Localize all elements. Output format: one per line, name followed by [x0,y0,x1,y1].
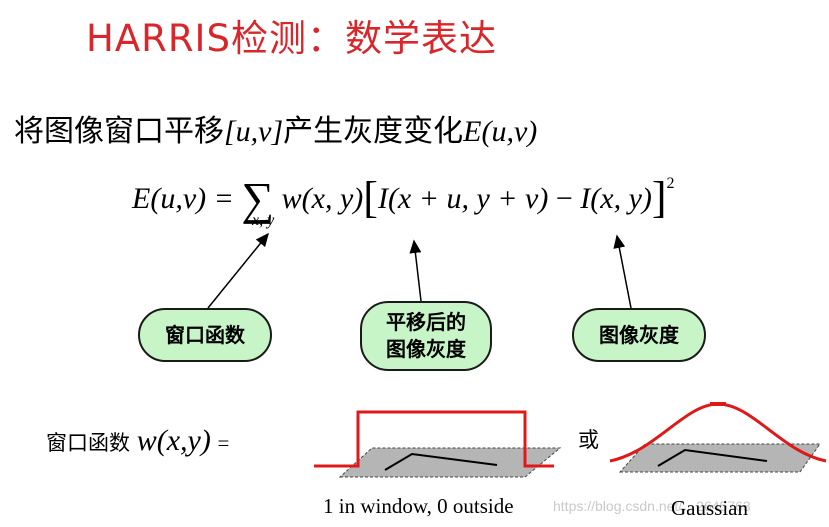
subtitle-shift: [u,v] [224,115,284,148]
watermark: https://blog.csdn.net/…2645763 [553,498,751,514]
page-title: HARRIS检测：数学表达 [86,17,497,60]
subtitle-text2: 产生灰度变化 [283,114,464,149]
callout-shifted-line2: 图像灰度 [386,337,466,361]
window-function-label: 窗口函数 w(x,y) = [46,424,229,458]
subtitle-energy: E(u,v) [463,115,538,148]
box-window-plot [314,410,562,478]
callout-window-label: 窗口函数 [165,322,245,347]
or-label: 或 [578,428,599,452]
right-bracket: ] [651,173,667,222]
subtitle: 将图像窗口平移[u,v]产生灰度变化E(u,v) [14,106,537,150]
callout-window-function: 窗口函数 [138,308,272,362]
callout-intensity-label: 图像灰度 [599,322,679,347]
window-label-text: 窗口函数 [46,431,130,455]
window-math: w(x,y) [136,424,211,457]
gaussian-caption: Gaussian [671,496,748,520]
box-plane [338,447,562,478]
sum-symbol: ∑ [241,173,275,224]
gaussian-window-plot [609,402,827,473]
box-profile-line [384,452,498,471]
gauss-profile-line [657,448,768,467]
arrow-window [207,232,269,309]
formula-power: 2 [666,175,675,192]
arrow-intensity [613,234,632,309]
box-caption: 1 in window, 0 outside [323,494,514,518]
box-window-curve [314,410,554,468]
window-eq: = [217,431,230,455]
gauss-plane [618,443,821,473]
callout-image-intensity: 图像灰度 [572,308,706,362]
formula-minus: − [548,182,581,215]
formula-original: I(x, y) [580,182,652,215]
arrow-shifted [409,239,422,302]
harris-formula: E(u,v) = ∑ w(x, y)[I(x + u, y + v) − I(x… [132,166,675,224]
formula-weight: w(x, y) [281,182,364,215]
sum-index: x, y [252,212,275,229]
callout-shifted-intensity: 平移后的图像灰度 [360,301,492,371]
subtitle-text: 将图像窗口平移 [14,114,224,149]
formula-lhs: E(u,v) = [132,182,234,215]
left-bracket: [ [363,173,378,222]
callout-shifted-line1: 平移后的 [386,310,466,334]
formula-shifted: I(x + u, y + v) [377,182,549,215]
